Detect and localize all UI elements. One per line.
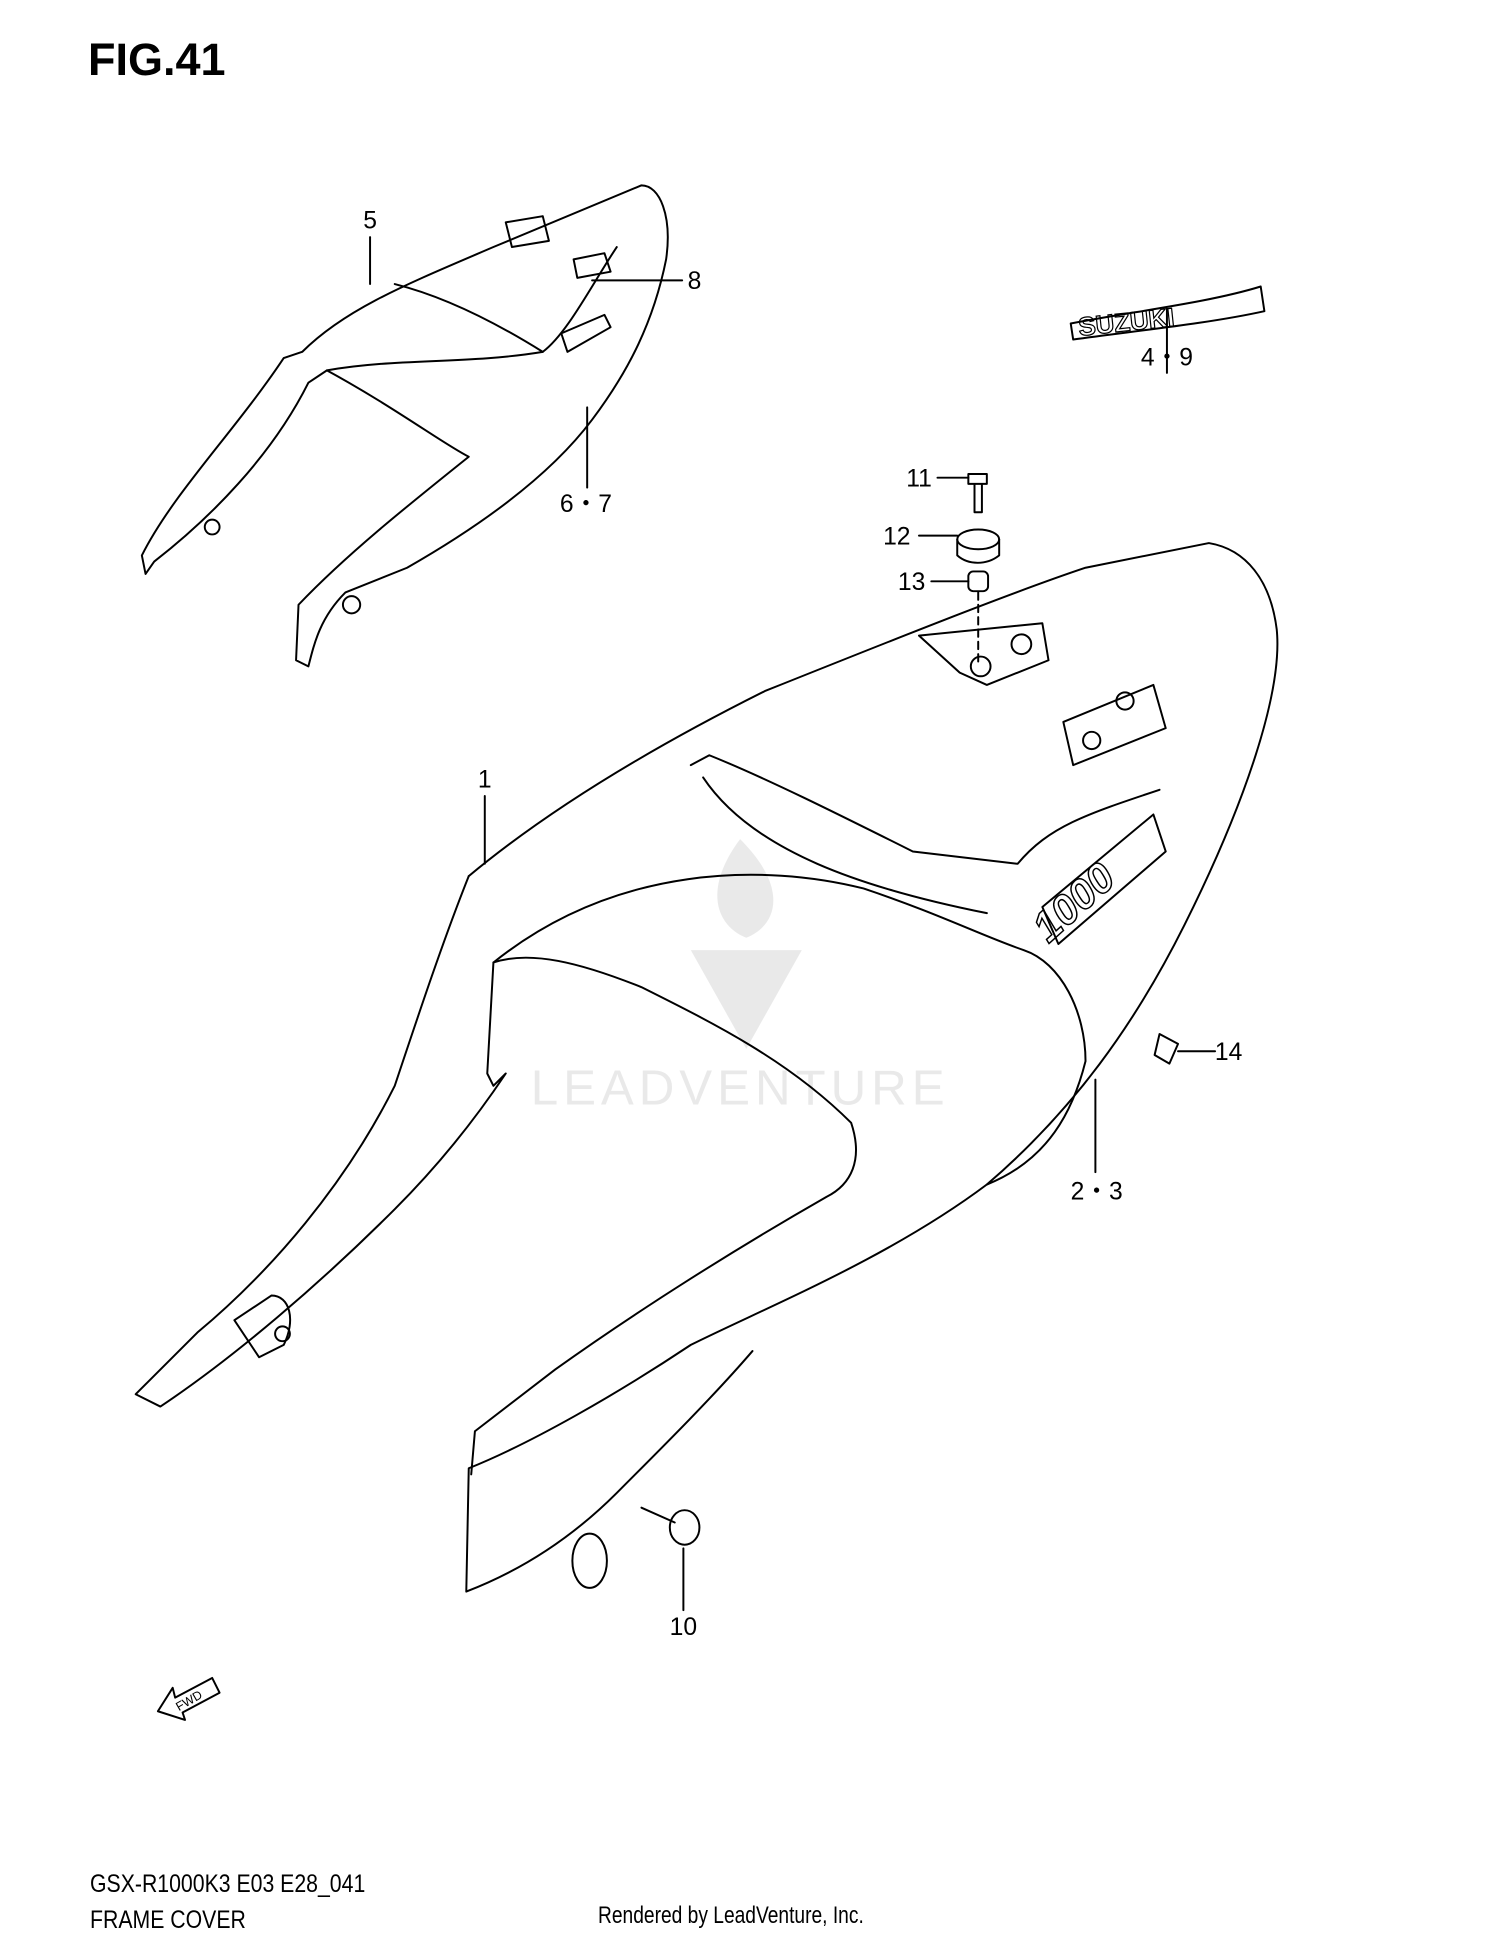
callout-1: 1	[478, 766, 492, 793]
render-credit: Rendered by LeadVenture, Inc.	[598, 1902, 864, 1929]
callout-13: 13	[898, 569, 925, 596]
badge-1000-large: 1000	[1023, 853, 1124, 950]
small-seat-cowl-drawing	[140, 184, 669, 668]
callout-11: 11	[906, 465, 932, 492]
callout-6-7: 6・7	[560, 491, 612, 518]
callouts: 1 2・3 4・9 5 6・7 8 10 11 12 13 14	[363, 208, 1242, 1641]
watermark-text: LEADVENTURE	[531, 1060, 950, 1115]
model-code: GSX-R1000K3 E03 E28_041	[90, 1870, 366, 1898]
callout-2-3: 2・3	[1071, 1178, 1123, 1205]
callout-14: 14	[1215, 1039, 1242, 1066]
decal-text: SUZUKI	[1077, 304, 1176, 342]
watermark-logo: LEADVENTURE	[531, 839, 950, 1115]
section-name: FRAME COVER	[90, 1906, 246, 1934]
fwd-arrow: FWD	[156, 1676, 221, 1721]
callout-5: 5	[363, 208, 377, 235]
callout-8: 8	[688, 268, 702, 295]
callout-12: 12	[883, 523, 910, 550]
hardware-parts	[640, 473, 1180, 1546]
callout-10: 10	[670, 1614, 697, 1641]
leader-lines	[369, 236, 1217, 1612]
callout-4-9: 4・9	[1141, 344, 1193, 371]
figure-title: FIG.41	[88, 34, 226, 85]
